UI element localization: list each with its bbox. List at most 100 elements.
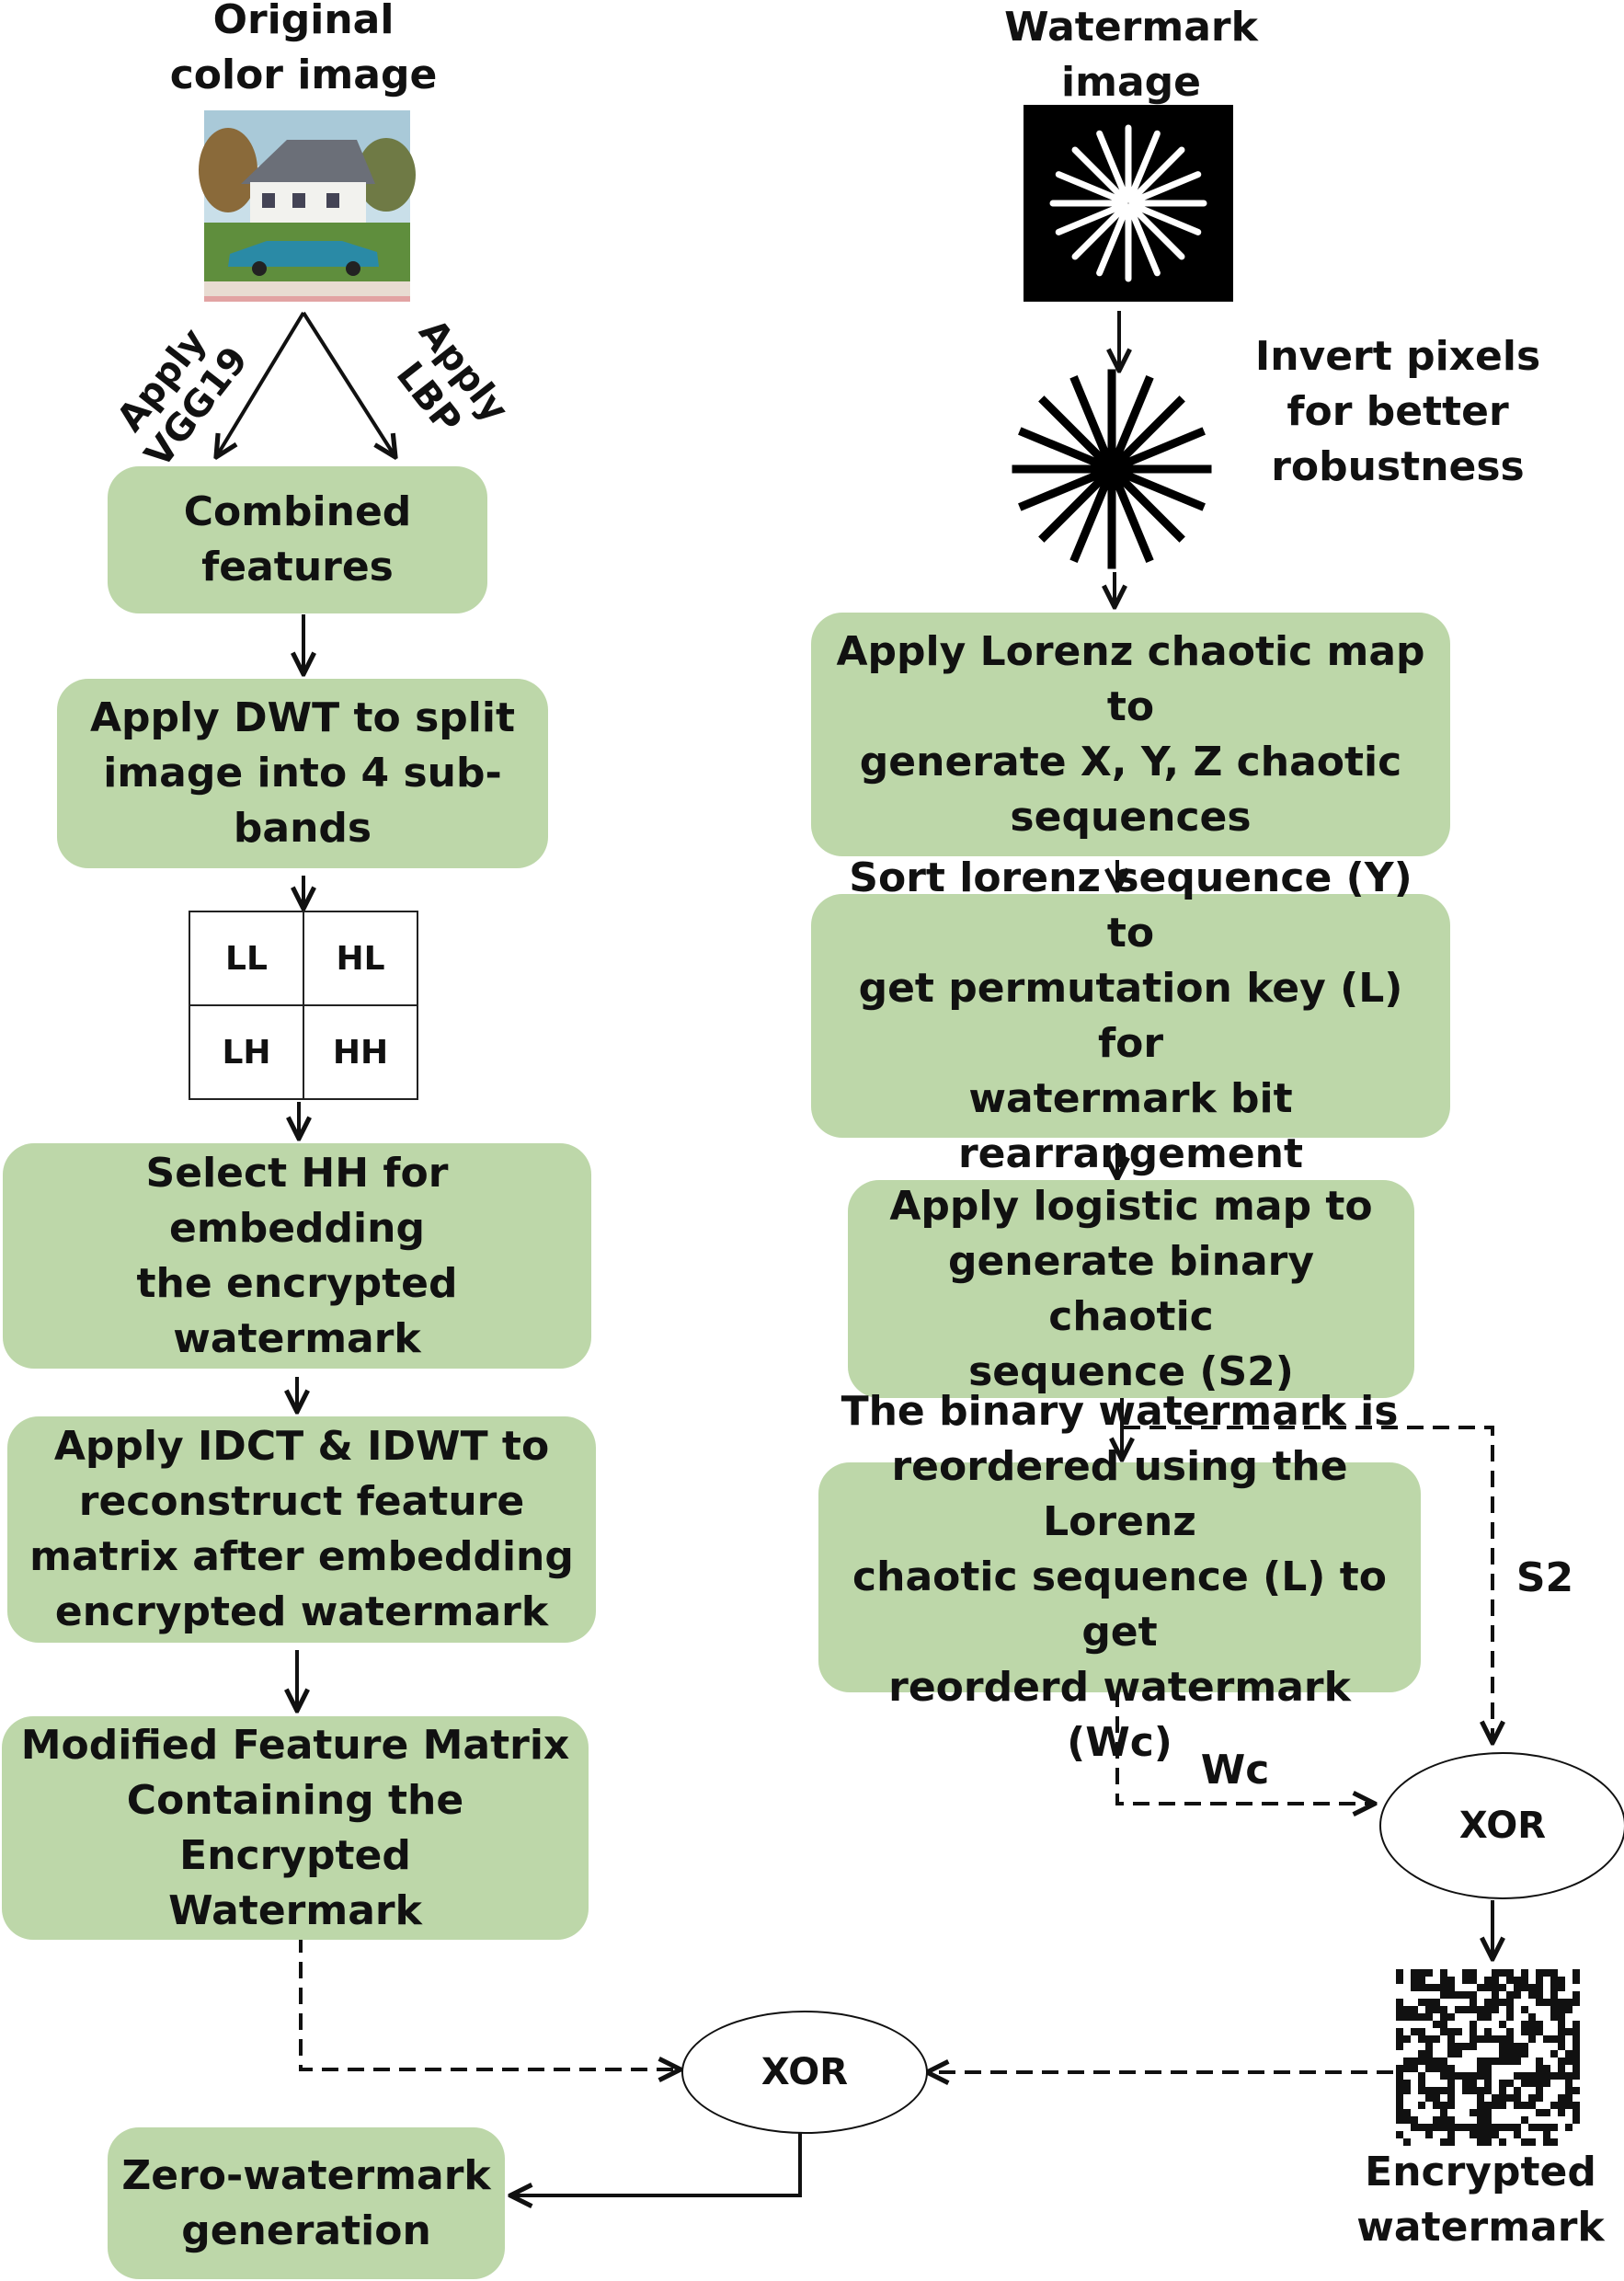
burst-ray bbox=[1128, 171, 1202, 205]
noise-pixel bbox=[1447, 2080, 1455, 2087]
noise-pixel bbox=[1543, 2065, 1550, 2072]
noise-pixel bbox=[1447, 2138, 1455, 2146]
noise-pixel bbox=[1433, 2035, 1440, 2043]
logistic-map-box: Apply logistic map to generate binary ch… bbox=[848, 1180, 1414, 1398]
noise-pixel bbox=[1536, 2094, 1543, 2102]
noise-pixel bbox=[1514, 2057, 1521, 2065]
noise-pixel bbox=[1484, 1984, 1492, 1991]
noise-pixel bbox=[1447, 2028, 1455, 2035]
noise-pixel bbox=[1528, 2102, 1536, 2109]
noise-pixel bbox=[1440, 2087, 1447, 2094]
noise-pixel bbox=[1521, 1977, 1528, 1984]
noise-pixel bbox=[1521, 1984, 1528, 1991]
noise-pixel bbox=[1425, 1969, 1433, 1977]
noise-pixel bbox=[1565, 2102, 1573, 2109]
noise-pixel bbox=[1521, 2006, 1528, 2013]
noise-pixel bbox=[1492, 1984, 1499, 1991]
noise-pixel bbox=[1447, 2035, 1455, 2043]
noise-pixel bbox=[1418, 2080, 1425, 2087]
noise-pixel bbox=[1396, 2013, 1403, 2021]
burst-ray bbox=[1018, 427, 1115, 474]
watermark-image bbox=[1024, 105, 1233, 302]
noise-pixel bbox=[1550, 2138, 1558, 2146]
noise-pixel bbox=[1477, 2072, 1484, 2080]
noise-pixel bbox=[1558, 1999, 1565, 2006]
noise-pixel bbox=[1499, 1999, 1506, 2006]
noise-pixel bbox=[1462, 2080, 1470, 2087]
noise-pixel bbox=[1492, 2124, 1499, 2131]
noise-pixel bbox=[1565, 2094, 1573, 2102]
noise-pixel bbox=[1550, 2035, 1558, 2043]
noise-pixel bbox=[1558, 2057, 1565, 2065]
noise-pixel bbox=[1455, 2006, 1462, 2013]
noise-pixel bbox=[1521, 2138, 1528, 2146]
noise-pixel bbox=[1528, 2094, 1536, 2102]
noise-pixel bbox=[1418, 2124, 1425, 2131]
noise-pixel bbox=[1433, 2094, 1440, 2102]
noise-pixel bbox=[1403, 2006, 1411, 2013]
burst-ray bbox=[1038, 465, 1115, 543]
zero-watermark-generation-box: Zero-watermark generation bbox=[108, 2127, 505, 2279]
noise-pixel bbox=[1396, 2043, 1403, 2050]
noise-pixel bbox=[1492, 1999, 1499, 2006]
noise-pixel bbox=[1514, 2102, 1521, 2109]
noise-pixel bbox=[1492, 2102, 1499, 2109]
noise-pixel bbox=[1484, 1977, 1492, 1984]
noise-pixel bbox=[1470, 1977, 1477, 1984]
noise-pixel bbox=[1558, 2021, 1565, 2028]
noise-pixel bbox=[1499, 2124, 1506, 2131]
noise-pixel bbox=[1536, 2124, 1543, 2131]
noise-pixel bbox=[1536, 1999, 1543, 2006]
burst-ray bbox=[1069, 466, 1116, 563]
noise-pixel bbox=[1396, 2131, 1403, 2138]
noise-pixel bbox=[1447, 2013, 1455, 2021]
noise-pixel bbox=[1477, 2138, 1484, 2146]
noise-pixel bbox=[1528, 2021, 1536, 2028]
noise-pixel bbox=[1447, 2043, 1455, 2050]
noise-pixel bbox=[1462, 2087, 1470, 2094]
burst-ray bbox=[1038, 395, 1115, 473]
apply-dwt-box: Apply DWT to split image into 4 sub- ban… bbox=[57, 679, 548, 868]
noise-pixel bbox=[1447, 2065, 1455, 2072]
noise-pixel bbox=[1477, 2131, 1484, 2138]
noise-pixel bbox=[1573, 1977, 1580, 1984]
burst-ray bbox=[1107, 466, 1154, 563]
noise-pixel bbox=[1433, 1984, 1440, 1991]
noise-pixel bbox=[1433, 2057, 1440, 2065]
burst-ray bbox=[1071, 146, 1129, 204]
noise-pixel bbox=[1447, 2087, 1455, 2094]
noise-pixel bbox=[1543, 2080, 1550, 2087]
noise-pixel bbox=[1396, 1969, 1403, 1977]
noise-pixel bbox=[1447, 2094, 1455, 2102]
noise-pixel bbox=[1433, 2116, 1440, 2124]
noise-pixel bbox=[1477, 2013, 1484, 2021]
noise-pixel bbox=[1550, 1984, 1558, 1991]
select-hh-box: Select HH for embedding the encrypted wa… bbox=[3, 1143, 591, 1369]
noise-pixel bbox=[1506, 2124, 1514, 2131]
noise-pixel bbox=[1470, 1999, 1477, 2006]
noise-pixel bbox=[1455, 2072, 1462, 2080]
noise-pixel bbox=[1565, 1999, 1573, 2006]
noise-pixel bbox=[1477, 2065, 1484, 2072]
noise-pixel bbox=[1543, 2138, 1550, 2146]
noise-pixel bbox=[1447, 1984, 1455, 1991]
noise-pixel bbox=[1506, 1999, 1514, 2006]
noise-pixel bbox=[1558, 2072, 1565, 2080]
noise-pixel bbox=[1418, 1969, 1425, 1977]
noise-pixel bbox=[1573, 2021, 1580, 2028]
noise-pixel bbox=[1558, 2109, 1565, 2116]
noise-pixel bbox=[1499, 2102, 1506, 2109]
noise-pixel bbox=[1528, 1991, 1536, 1999]
noise-pixel bbox=[1573, 2065, 1580, 2072]
noise-pixel bbox=[1470, 2021, 1477, 2028]
noise-pixel bbox=[1447, 1991, 1455, 1999]
burst-ray bbox=[1127, 202, 1185, 260]
noise-pixel bbox=[1558, 2065, 1565, 2072]
noise-pixel bbox=[1528, 2013, 1536, 2021]
noise-pixel bbox=[1543, 2072, 1550, 2080]
noise-pixel bbox=[1403, 2087, 1411, 2094]
noise-pixel bbox=[1565, 2006, 1573, 2013]
noise-pixel bbox=[1455, 2124, 1462, 2131]
noise-pixel bbox=[1492, 2094, 1499, 2102]
